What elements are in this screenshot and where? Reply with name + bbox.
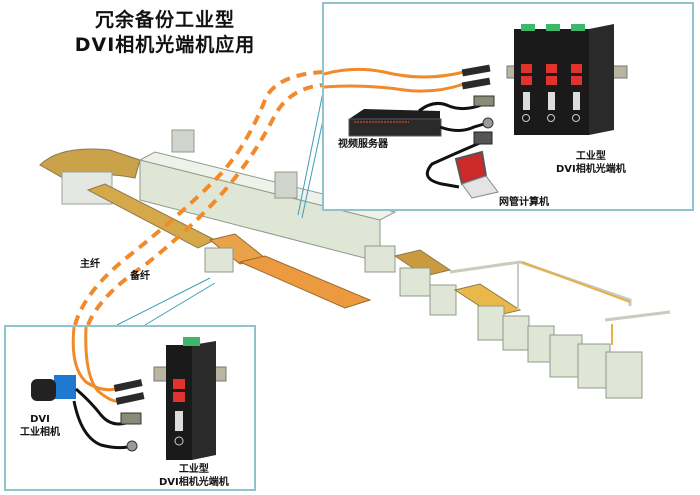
sheeter-1 — [204, 247, 234, 273]
local-device-label: 工业型 DVI相机光端机 — [159, 463, 229, 489]
remote-converter-2 — [539, 24, 564, 135]
mixer-1 — [549, 334, 583, 378]
main-fiber-dashed — [73, 70, 324, 326]
camera-label-line2: 工业相机 — [20, 427, 60, 438]
field-fiber-connector-2 — [115, 392, 145, 405]
camera-label-line1: DVI — [30, 414, 50, 425]
dvi-connector — [473, 95, 495, 107]
title-line-1: 冗余备份工业型 — [94, 9, 235, 31]
db9-connector — [473, 131, 493, 145]
backup-fiber-label: 备纤 — [130, 271, 150, 282]
callout-line-bottom-1 — [116, 277, 211, 326]
callout-line-top-1 — [297, 91, 324, 216]
gantry-2 — [604, 310, 671, 322]
sheeter-2 — [399, 267, 431, 297]
main-fiber-solid — [324, 67, 465, 79]
sheeter-3 — [429, 284, 457, 316]
laminator-2 — [502, 315, 530, 351]
camera-power-cable — [72, 400, 129, 450]
laminator-1 — [477, 305, 505, 341]
orange-conveyor-2 — [238, 255, 372, 309]
field-panel: DVI 工业相机 工业型 DVI相机光端机 — [4, 325, 256, 491]
remote-device-label-line2: DVI相机光端机 — [556, 164, 626, 175]
camera-dvi-cable — [75, 387, 127, 426]
local-device-label-line2: DVI相机光端机 — [159, 477, 229, 488]
callout-line-top-2 — [301, 119, 324, 219]
fiber-dashed — [73, 70, 324, 326]
main-fiber-label: 主纤 — [80, 259, 100, 270]
backup-fiber-dashed — [86, 83, 324, 326]
round-connector — [482, 117, 494, 129]
power-cable — [439, 122, 485, 132]
mixer-2 — [577, 343, 611, 389]
remote-device-label-line1: 工业型 — [575, 151, 606, 162]
callout-lines — [116, 91, 324, 326]
backup-fiber-solid — [324, 82, 465, 93]
fiber-connector-1 — [461, 64, 491, 77]
laptop-base — [461, 175, 499, 199]
control-room-panel: 视频服务器 网管计算机 工业型 DVI相机光端机 — [322, 2, 694, 211]
remote-converter-1 — [514, 24, 539, 135]
mixer-3 — [605, 351, 643, 399]
camera-lens — [31, 379, 56, 401]
remote-device-label: 工业型 DVI相机光端机 — [556, 150, 626, 176]
main-fiber-solid-field — [71, 327, 117, 392]
oven-cabinet-2 — [274, 171, 298, 199]
gantry-orange — [521, 261, 631, 303]
remote-converter-3 — [564, 24, 614, 135]
field-scene — [31, 327, 227, 460]
local-device-label-line1: 工业型 — [178, 464, 209, 475]
rotary-unit — [364, 245, 396, 273]
video-server-label: 视频服务器 — [338, 139, 388, 150]
control-room-scene — [324, 24, 628, 199]
oven-cabinet-1 — [171, 129, 195, 153]
backup-fiber-solid-field — [84, 327, 119, 403]
camera-body — [54, 375, 76, 399]
local-converter — [166, 337, 216, 460]
dvi-cable — [418, 101, 485, 113]
title-line-2: DVI相机光端机应用 — [74, 34, 256, 56]
diagram-title: 冗余备份工业型 DVI相机光端机应用 — [40, 8, 290, 58]
callout-line-bottom-2 — [144, 282, 216, 326]
camera-dvi-connector — [120, 412, 142, 425]
nms-computer-label: 网管计算机 — [499, 197, 549, 208]
camera-round-connector — [126, 440, 138, 452]
fiber-connector-2 — [461, 77, 491, 90]
nms-cable — [425, 140, 483, 189]
field-fiber-connector-1 — [113, 379, 143, 392]
camera-label: DVI 工业相机 — [20, 413, 60, 439]
